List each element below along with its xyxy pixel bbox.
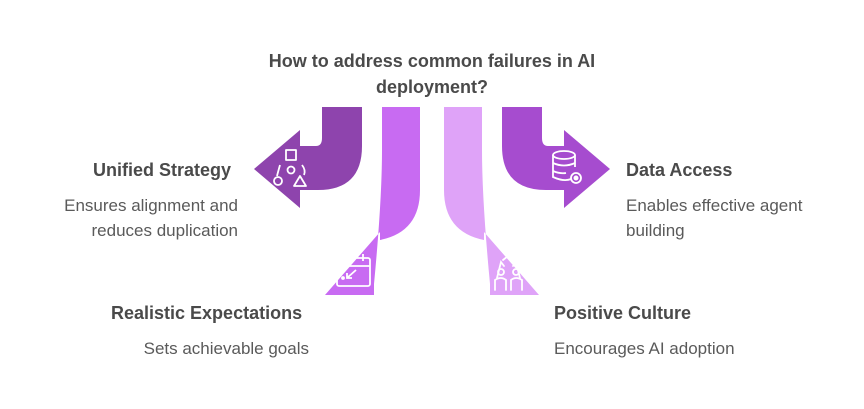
desc-realistic-expectations: Sets achievable goals [143,339,309,358]
desc-positive-culture: Encourages AI adoption [554,339,735,358]
desc-unified-strategy: Ensures alignment and reduces duplicatio… [64,196,238,240]
label-data-access: Data Access [626,160,733,180]
arrow-positive-culture [444,107,539,295]
label-unified-strategy: Unified Strategy [93,160,232,180]
label-positive-culture: Positive Culture [554,303,692,323]
database-gear-icon [552,150,582,184]
calendar-icon [336,254,371,287]
diagram-title: How to address common failures in AI dep… [268,51,596,97]
high-five-icon [494,254,523,291]
desc-data-access: Enables effective agent building [626,196,803,240]
arrow-unified-strategy [254,107,362,208]
label-realistic-expectations: Realistic Expectations [111,303,303,323]
arrow-realistic-expectations [325,107,420,295]
shapes-network-icon [273,149,307,187]
